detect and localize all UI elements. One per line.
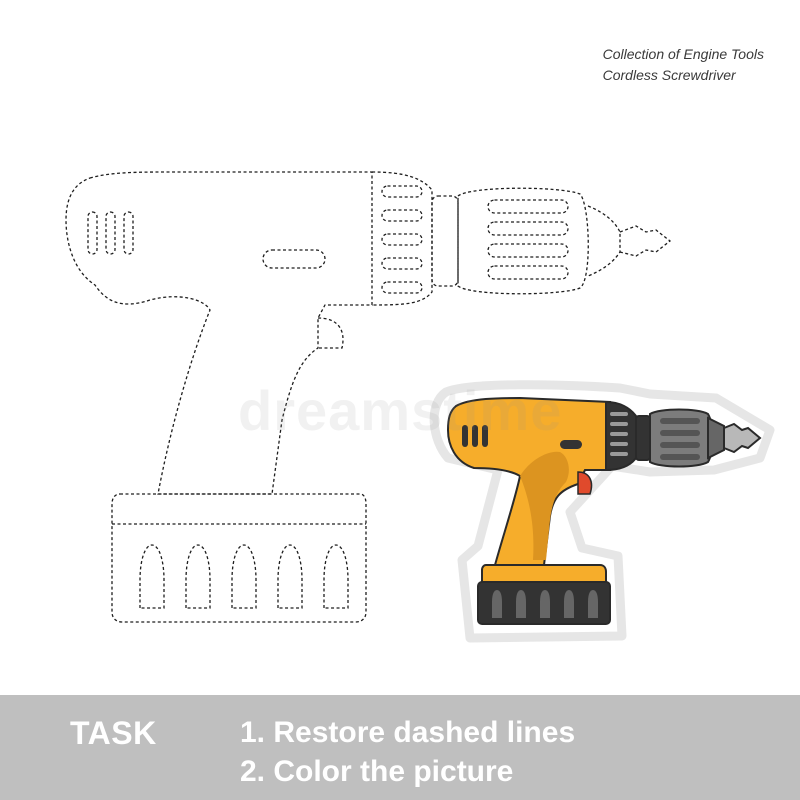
drill-front-vent	[610, 412, 628, 416]
dashed-collar	[431, 195, 459, 287]
dashed-chuck	[457, 187, 589, 295]
drill-taper	[707, 416, 725, 460]
drill-front-vent	[610, 452, 628, 456]
artwork	[65, 171, 775, 643]
task-bar: TASK 1. Restore dashed lines 2. Color th…	[0, 695, 800, 800]
dashed-bit	[619, 225, 672, 257]
dashed-vent	[123, 211, 134, 255]
drill-battery-grip	[540, 590, 550, 618]
drill-bit	[723, 422, 762, 454]
drill-front-vent	[610, 422, 628, 426]
drill-battery-grip	[516, 590, 526, 618]
dashed-chuck-grip	[487, 199, 569, 214]
drill-front-vent	[610, 442, 628, 446]
drill-chuck-grip	[660, 418, 700, 424]
drill-collar	[635, 415, 651, 461]
drill-vent	[482, 425, 488, 447]
dashed-battery	[111, 493, 367, 623]
dashed-battery-grip	[323, 544, 349, 609]
dashed-body	[65, 171, 373, 495]
dashed-chuck-grip	[487, 221, 569, 236]
drill-chuck-grip	[660, 442, 700, 448]
dashed-front-vent	[381, 233, 423, 246]
dashed-trigger	[317, 317, 344, 349]
dashed-front-vent	[381, 209, 423, 222]
colored-drill-sample	[429, 380, 775, 643]
dashed-chuck-grip	[487, 265, 569, 280]
drill-battery-grip	[564, 590, 574, 618]
drill-front-vent	[610, 432, 628, 436]
dashed-taper	[587, 205, 621, 277]
drill-switch	[560, 440, 582, 449]
dashed-battery-grip	[139, 544, 165, 609]
dashed-drill-outline	[65, 171, 672, 623]
drill-vent	[472, 425, 478, 447]
drill-handle-shade	[520, 451, 569, 560]
task-step-restore: 1. Restore dashed lines	[240, 716, 576, 749]
dashed-chuck-grip	[487, 243, 569, 258]
drill-battery-grip	[492, 590, 502, 618]
drill-vent	[462, 425, 468, 447]
dashed-battery-grip	[231, 544, 257, 609]
drill-chuck-grip	[660, 454, 700, 460]
dashed-front-vent	[381, 257, 423, 270]
dashed-body-front	[371, 171, 433, 306]
dashed-switch	[262, 249, 326, 269]
dashed-vent	[105, 211, 116, 255]
drill-chuck-grip	[660, 430, 700, 436]
drill-trigger	[577, 471, 593, 495]
caption-collection: Collection of Engine Tools	[602, 46, 764, 62]
dashed-battery-grip	[185, 544, 211, 609]
drill-battery-grip	[588, 590, 598, 618]
caption: Collection of Engine Tools Cordless Scre…	[603, 44, 764, 86]
dashed-front-vent	[381, 185, 423, 198]
dashed-vent	[87, 211, 98, 255]
task-label: TASK	[70, 715, 157, 751]
dashed-battery-grip	[277, 544, 303, 609]
dashed-front-vent	[381, 281, 423, 294]
caption-title: Cordless Screwdriver	[602, 67, 736, 83]
task-step-color: 2. Color the picture	[240, 755, 514, 788]
